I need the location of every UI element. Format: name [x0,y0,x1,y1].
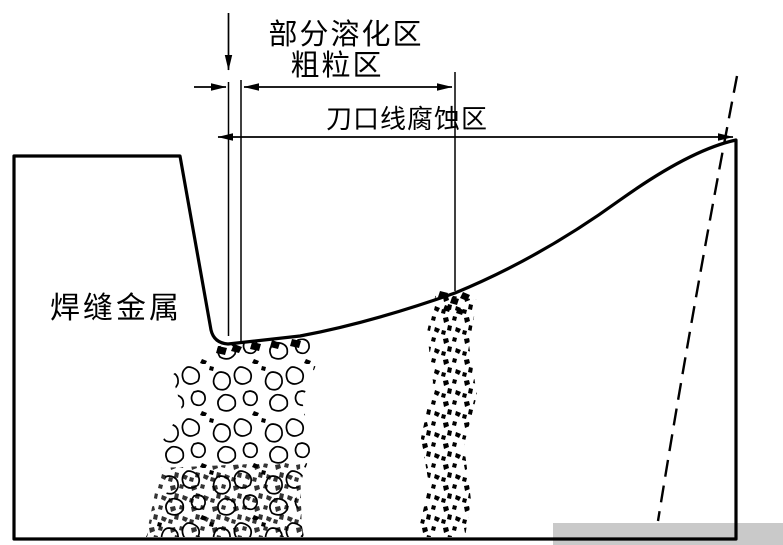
label-weld-metal: 焊缝金属 [50,292,182,325]
weld-root-dense-bottom [146,462,302,537]
haz-precipitate-column [417,293,477,537]
root-top-clump [216,339,301,355]
dimension-lines [194,13,734,343]
watermark-strip [553,523,783,545]
label-coarse-grain-zone: 粗粒区 [290,49,383,82]
precipitate-regions [146,291,477,537]
knife-line-boundary-dashed [656,75,739,522]
label-partial-melt-zone: 部分溶化区 [268,18,423,51]
base-metal-boundary [12,138,738,541]
label-knife-line-zone: 刀口线腐蚀区 [326,104,488,134]
